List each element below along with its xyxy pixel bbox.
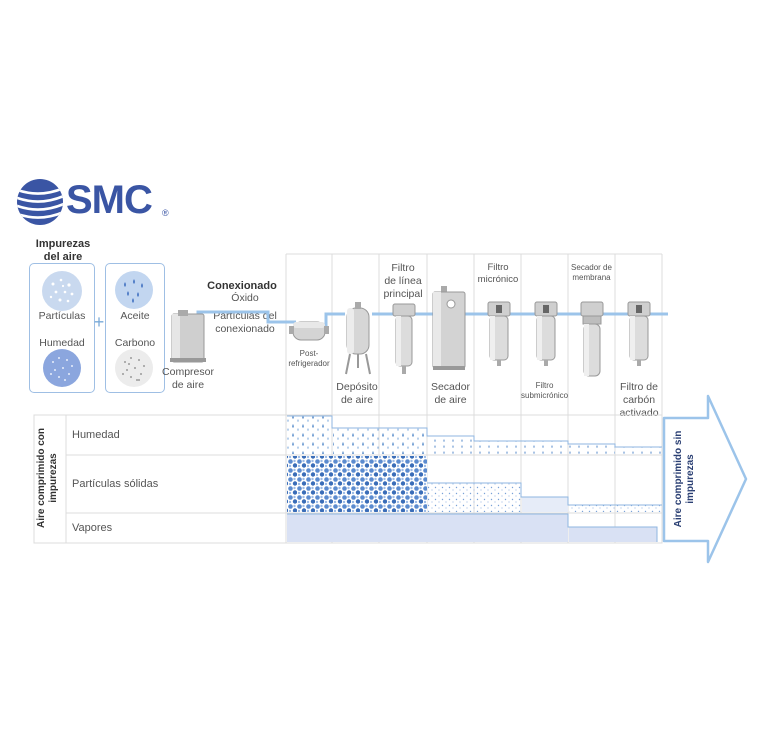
smc-wordmark: SMC — [66, 178, 153, 222]
oil-label: Aceite — [120, 310, 150, 322]
humidity-label: Humedad — [39, 337, 85, 349]
membrane-dryer-label: Secador de membrana — [571, 263, 612, 282]
compressor-icon — [170, 310, 206, 363]
submicro-filter-icon — [534, 301, 558, 366]
clean-air-label: Aire comprimido sin impurezas — [673, 430, 696, 528]
air-tank-label: Depósito de aire — [336, 381, 378, 406]
oil-circle-icon — [115, 271, 153, 309]
micro-filter-label: Filtro micrónico — [477, 262, 519, 285]
membrane-dryer-icon — [580, 301, 604, 377]
contaminated-air-label: Aire comprimido con impurezas — [36, 428, 59, 529]
carbon-filter-icon — [627, 301, 651, 366]
main-filter-label: Filtro de línea principal — [383, 262, 423, 300]
particles-label: Partículas — [38, 310, 86, 322]
micro-filter-icon — [487, 301, 511, 366]
row-label-solids: Partículas sólidas — [72, 478, 159, 490]
row-label-vapors: Vapores — [72, 522, 113, 534]
row-label-humidity: Humedad — [72, 429, 120, 441]
submicro-filter-label: Filtro submicrónico — [521, 381, 569, 400]
air-dryer-icon — [432, 286, 466, 370]
carbon-label: Carbono — [114, 337, 156, 349]
smc-globe-icon — [17, 179, 63, 225]
aftercooler-label: Post- refrigerador — [288, 349, 330, 368]
compressor-label: Compresor de aire — [162, 366, 214, 391]
registered-mark: ® — [162, 208, 169, 218]
air-dryer-label: Secador de aire — [430, 381, 471, 406]
piping-rust: Óxido — [231, 292, 259, 304]
air-tank-icon — [345, 302, 371, 375]
smc-logo: SMC ® — [16, 176, 169, 228]
particles-circle-icon — [42, 271, 82, 311]
plus-sign: + — [93, 312, 105, 332]
carbon-filter-label: Filtro de carbón activado — [619, 381, 659, 419]
piping-title: Conexionado — [207, 280, 277, 292]
humidity-circle-icon — [43, 349, 81, 387]
carbon-circle-icon — [115, 349, 153, 387]
main-filter-icon — [392, 303, 416, 374]
aftercooler-icon — [289, 321, 329, 341]
impurities-title: Impurezas del aire — [35, 238, 91, 263]
